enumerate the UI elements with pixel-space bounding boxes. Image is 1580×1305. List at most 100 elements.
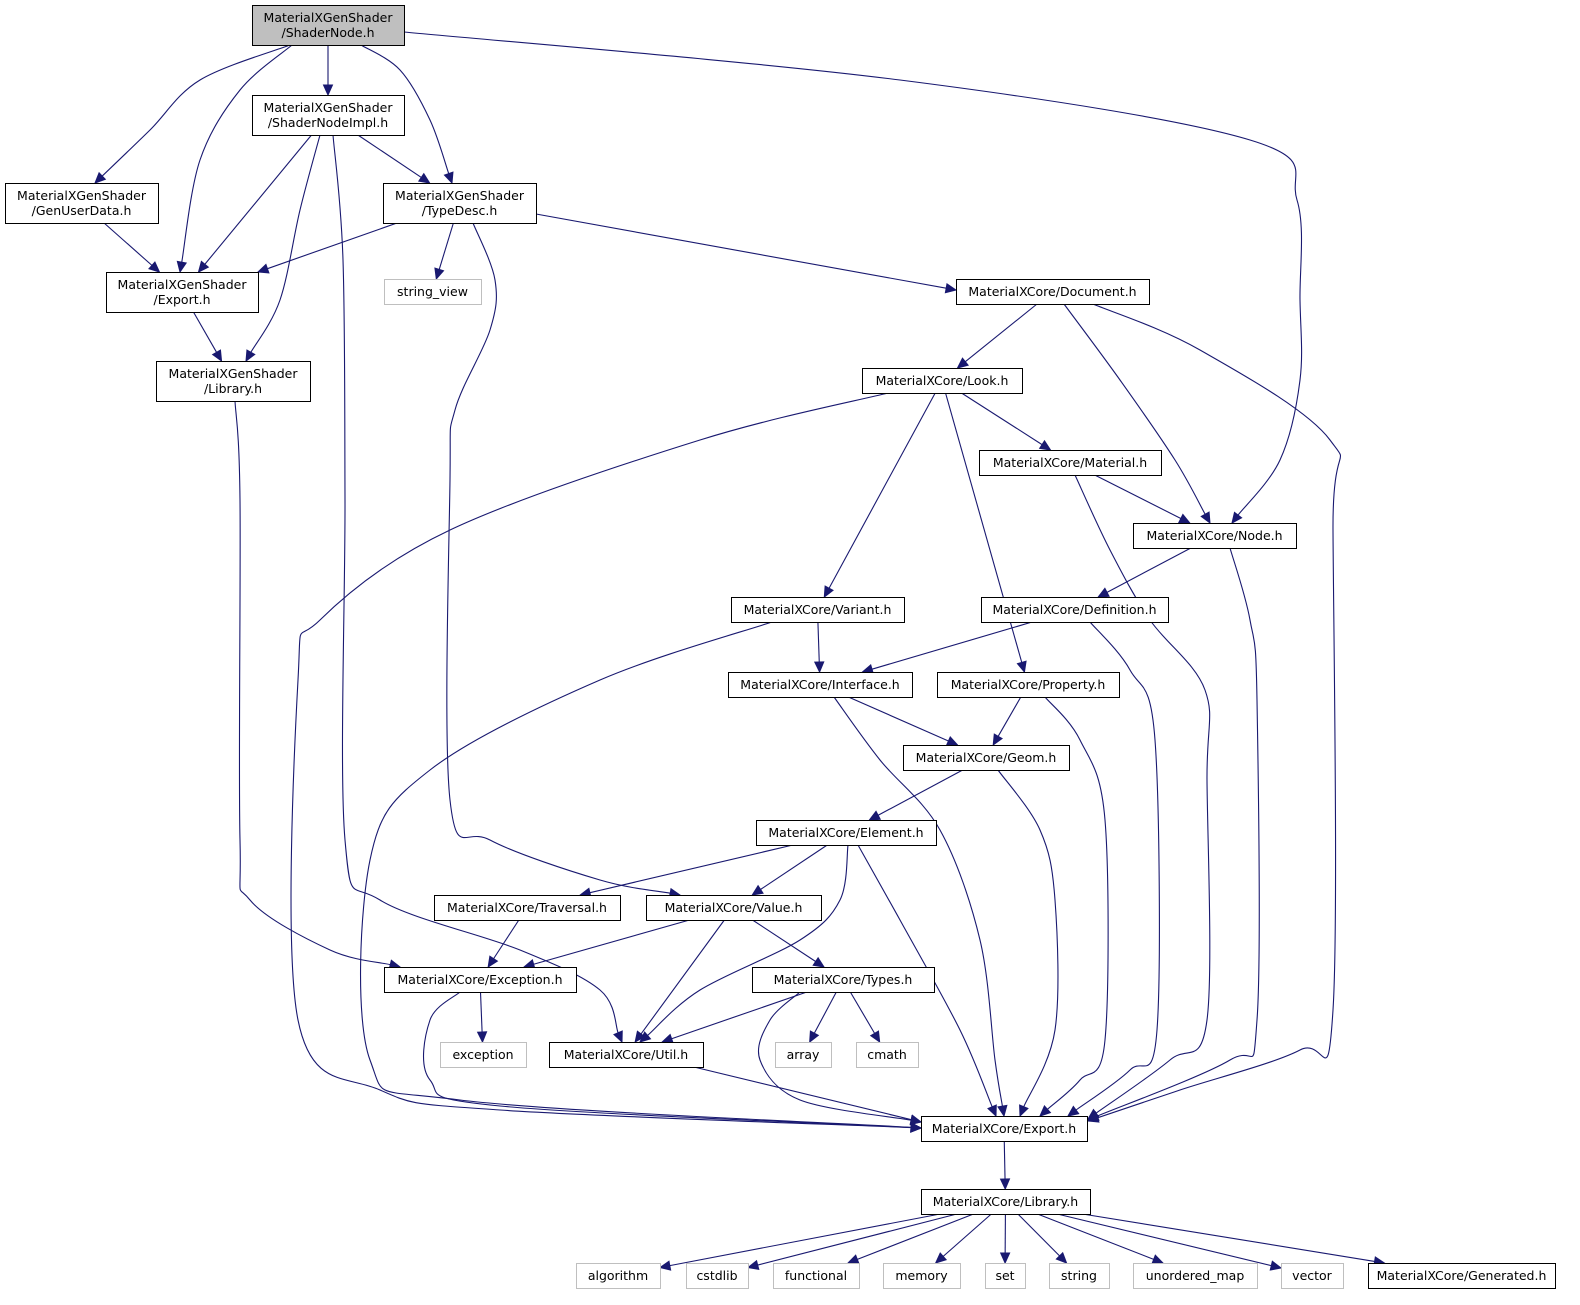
node-generated[interactable]: MaterialXCore/Generated.h <box>1368 1263 1556 1289</box>
node-label: /GenUserData.h <box>32 203 132 218</box>
node-value[interactable]: MaterialXCore/Value.h <box>646 895 822 921</box>
node-label: MaterialXCore/Document.h <box>968 284 1136 299</box>
node-label: MaterialXCore/Element.h <box>768 825 923 840</box>
node-impl[interactable]: MaterialXGenShader/ShaderNodeImpl.h <box>252 95 405 136</box>
edge-line <box>997 696 1022 737</box>
node-exception[interactable]: MaterialXCore/Exception.h <box>384 967 577 993</box>
node-types[interactable]: MaterialXCore/Types.h <box>752 967 935 993</box>
node-document[interactable]: MaterialXCore/Document.h <box>956 279 1150 305</box>
arrowhead-icon <box>1039 1105 1052 1117</box>
node-box <box>752 967 935 993</box>
node-root[interactable]: MaterialXGenShader/ShaderNode.h <box>252 5 405 46</box>
edge-variant-to-interface <box>813 621 825 674</box>
arrowhead-icon <box>256 263 270 274</box>
node-array: array <box>775 1042 832 1068</box>
node-box <box>576 1263 661 1289</box>
node-label: exception <box>452 1047 513 1062</box>
edge-definition-to-interface <box>861 621 1033 675</box>
arrowhead-icon <box>869 1030 881 1044</box>
node-property[interactable]: MaterialXCore/Property.h <box>937 672 1120 698</box>
arrowhead-icon <box>1067 1105 1080 1117</box>
node-label: string <box>1061 1268 1097 1283</box>
node-box <box>856 1042 919 1068</box>
node-look[interactable]: MaterialXCore/Look.h <box>862 368 1023 394</box>
node-box <box>775 1042 832 1068</box>
node-material[interactable]: MaterialXCore/Material.h <box>979 450 1162 476</box>
node-gsexport[interactable]: MaterialXGenShader/Export.h <box>106 272 259 313</box>
node-cstdlib: cstdlib <box>686 1263 749 1289</box>
node-box <box>1049 1263 1110 1289</box>
node-traversal[interactable]: MaterialXCore/Traversal.h <box>434 895 621 921</box>
edge-root-to-node <box>403 31 1303 524</box>
edge-line <box>479 991 483 1033</box>
arrowhead-icon <box>1086 1111 1100 1121</box>
node-box <box>686 1263 749 1289</box>
arrowhead-icon <box>846 1254 860 1265</box>
node-variant[interactable]: MaterialXCore/Variant.h <box>731 597 905 623</box>
arrowhead-icon <box>997 1104 1008 1118</box>
node-box <box>156 361 311 402</box>
edge-value-to-types <box>752 919 826 968</box>
edge-line <box>833 696 1003 1107</box>
edge-root-to-impl <box>322 45 334 97</box>
node-label: MaterialXGenShader <box>17 188 147 203</box>
edge-exception-to-exc_std <box>476 991 488 1044</box>
edge-line <box>1096 547 1260 1117</box>
node-label: MaterialXCore/Library.h <box>933 1194 1078 1209</box>
edge-line <box>813 991 837 1034</box>
arrowhead-icon <box>812 956 826 968</box>
node-label: MaterialXCore/Property.h <box>951 677 1106 692</box>
node-definition[interactable]: MaterialXCore/Definition.h <box>981 597 1169 623</box>
node-label: MaterialXCore/Interface.h <box>740 677 899 692</box>
arrowhead-icon <box>813 661 825 674</box>
arrowhead-icon <box>751 884 764 896</box>
arrowhead-icon <box>1269 1260 1283 1271</box>
node-geom[interactable]: MaterialXCore/Geom.h <box>903 745 1070 771</box>
arrowhead-icon <box>910 1122 923 1133</box>
node-gslibrary[interactable]: MaterialXGenShader/Library.h <box>156 361 311 402</box>
node-label: MaterialXGenShader <box>169 366 299 381</box>
edge-material-to-node <box>1094 474 1191 524</box>
edge-node-to-cexport <box>1086 547 1260 1121</box>
arrowhead-icon <box>658 1260 672 1271</box>
edge-typedesc-to-gsexport <box>256 222 398 274</box>
edge-geom-to-cexport <box>997 769 1059 1118</box>
arrowhead-icon <box>1038 439 1052 451</box>
edge-look-to-cexport <box>290 392 923 1133</box>
node-label: set <box>995 1268 1014 1283</box>
arrowhead-icon <box>1055 1251 1068 1264</box>
node-vector: vector <box>1281 1263 1344 1289</box>
node-label: /ShaderNodeImpl.h <box>268 115 388 130</box>
edge-line <box>671 991 808 1040</box>
node-typedesc[interactable]: MaterialXGenShader/TypeDesc.h <box>383 183 537 224</box>
node-clibrary[interactable]: MaterialXCore/Library.h <box>921 1189 1091 1215</box>
node-cexport[interactable]: MaterialXCore/Export.h <box>921 1116 1088 1142</box>
edge-line <box>533 919 690 965</box>
edge-line <box>752 919 816 962</box>
node-label: MaterialXCore/Node.h <box>1146 528 1282 543</box>
edge-line <box>757 1213 957 1266</box>
edge-document-to-look <box>956 303 1038 369</box>
node-userdata[interactable]: MaterialXGenShader/GenUserData.h <box>5 183 159 224</box>
edge-line <box>204 134 312 265</box>
node-label: MaterialXCore/Geom.h <box>916 750 1057 765</box>
edge-interface-to-geom <box>848 696 959 746</box>
edge-line <box>290 392 912 1129</box>
node-box <box>956 279 1150 305</box>
edge-look-to-material <box>961 392 1052 451</box>
node-label: array <box>787 1047 820 1062</box>
arrowhead-icon <box>823 585 834 599</box>
node-element[interactable]: MaterialXCore/Element.h <box>756 820 937 846</box>
node-box <box>549 1042 704 1068</box>
node-box <box>731 597 905 623</box>
node-algorithm: algorithm <box>576 1263 661 1289</box>
node-node[interactable]: MaterialXCore/Node.h <box>1133 523 1297 549</box>
node-box <box>440 1042 527 1068</box>
node-interface[interactable]: MaterialXCore/Interface.h <box>728 672 913 698</box>
edge-line <box>267 222 398 270</box>
edge-document-to-cexport <box>1086 303 1342 1123</box>
edge-impl-to-gslibrary <box>245 134 321 363</box>
edge-line <box>359 621 912 1128</box>
node-util[interactable]: MaterialXCore/Util.h <box>549 1042 704 1068</box>
node-box <box>106 272 259 313</box>
